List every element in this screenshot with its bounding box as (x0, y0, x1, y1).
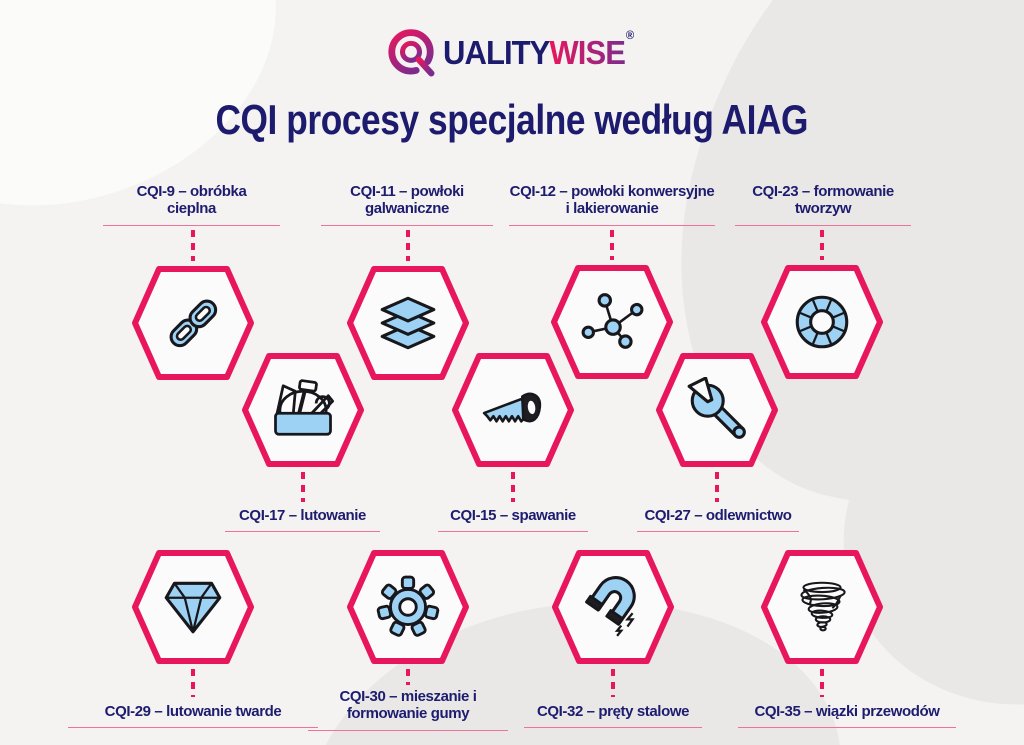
wire-bundle-icon (800, 581, 846, 632)
label-cqi-35: CQI-35 – wiązki przewodów (738, 703, 956, 729)
hexagon-frame (552, 550, 674, 664)
logo-q-icon (388, 29, 435, 77)
label-cqi-11: CQI-11 – powłoki galwaniczne (321, 183, 493, 226)
hexagon-cqi-15 (450, 351, 576, 469)
connector-cqi-15 (511, 472, 515, 502)
hexagon-cqi-27 (654, 351, 780, 469)
label-cqi-32: CQI-32 – pręty stalowe (524, 703, 702, 729)
hexagon-frame (242, 353, 364, 467)
diamond-icon (164, 581, 222, 634)
connector-cqi-17 (301, 472, 305, 502)
chain-link-icon (169, 299, 218, 348)
connector-cqi-29 (191, 669, 195, 697)
label-cqi-29: CQI-29 – lutowanie twarde (68, 703, 318, 729)
label-cqi-15: CQI-15 – spawanie (438, 507, 588, 533)
label-cqi-12: CQI-12 – powłoki konwersyjne i lakierowa… (509, 183, 715, 226)
logo-wordmark: UALITYWISE® (443, 28, 634, 72)
logo-text-quality: UALITY (443, 34, 550, 71)
hexagon-cqi-11 (345, 264, 471, 382)
label-cqi-27: CQI-27 – odlewnictwo (637, 507, 799, 533)
toolbox-icon (274, 379, 335, 436)
hexagon-cqi-17 (240, 351, 366, 469)
ring-icon (795, 295, 849, 349)
label-cqi-9: CQI-9 – obróbka cieplna (103, 183, 280, 226)
hexagon-cqi-30 (345, 548, 471, 666)
connector-cqi-23 (820, 230, 824, 260)
magnet-icon (585, 576, 636, 637)
hexagon-cqi-35 (759, 548, 885, 666)
hexagon-cqi-29 (130, 548, 256, 666)
connector-cqi-32 (611, 669, 615, 697)
registered-mark: ® (626, 28, 634, 42)
connector-cqi-11 (406, 230, 410, 261)
layers-icon (380, 296, 436, 350)
wrench-icon (687, 377, 746, 439)
hexagon-cqi-32 (550, 548, 676, 666)
hexagon-cqi-12 (549, 263, 675, 381)
connector-cqi-30 (406, 669, 410, 685)
connector-cqi-35 (820, 669, 824, 697)
qualitywise-logo: UALITYWISE® (0, 24, 1024, 82)
connector-cqi-27 (715, 472, 719, 502)
connector-cqi-9 (191, 230, 195, 261)
page-title: CQI procesy specjalne według AIAG (215, 96, 809, 143)
logo-text-wise: WISE (549, 34, 626, 71)
label-cqi-17: CQI-17 – lutowanie (225, 507, 380, 533)
label-cqi-23: CQI-23 – formowanie tworzyw (735, 183, 911, 226)
hexagon-cqi-9 (130, 264, 256, 382)
connector-cqi-12 (610, 230, 614, 260)
molecule-icon (581, 293, 644, 349)
saw-icon (482, 392, 542, 423)
label-cqi-30: CQI-30 – mieszanie i formowanie gumy (308, 688, 508, 731)
hexagon-cqi-23 (759, 263, 885, 381)
gear-icon (376, 575, 440, 637)
